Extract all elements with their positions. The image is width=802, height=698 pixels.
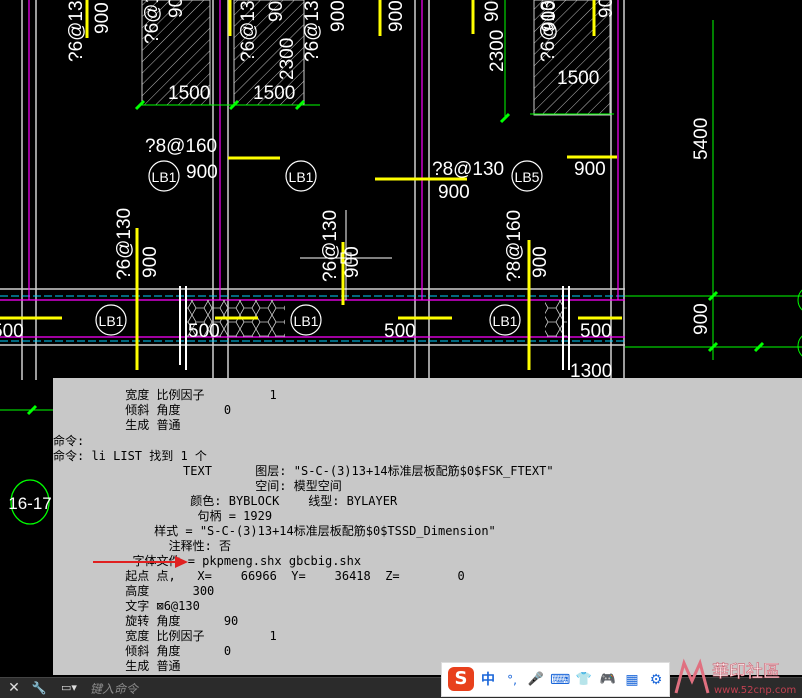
dim-1300: 1300 bbox=[570, 361, 612, 382]
rebar-label-8-160-top: ?8@160 bbox=[145, 136, 217, 157]
text-line: 颜色: BYBLOCK 线型: BYLAYER bbox=[53, 494, 398, 508]
rebar-label-6-130-top-c: ?6@130 bbox=[238, 0, 259, 62]
wrench-icon[interactable]: 🔧 bbox=[31, 681, 47, 695]
command-text-window[interactable]: 宽度 比例因子 1 倾斜 角度 0 生成 普通 命令: 命令: li LIST … bbox=[53, 378, 802, 675]
dim-900-vert-f: 900 bbox=[482, 0, 503, 22]
dim-900-mid-b: 900 bbox=[342, 246, 363, 278]
dim-1500-a: 1500 bbox=[168, 83, 210, 104]
rebar-label-6-130-mid-b: ?6@130 bbox=[320, 210, 341, 282]
text-line: 宽度 比例因子 1 bbox=[53, 388, 277, 402]
dim-900-top-b: 900 bbox=[438, 182, 470, 203]
text-line: 倾斜 角度 0 bbox=[53, 644, 232, 658]
command-prompt-icon[interactable]: ▭▾ bbox=[61, 681, 77, 694]
punctuation-icon[interactable]: °, bbox=[507, 673, 517, 687]
text-line: 旋转 角度 90 bbox=[53, 614, 239, 628]
apps-grid-icon[interactable]: ▦ bbox=[625, 672, 639, 688]
text-line: 句柄 = 1929 bbox=[53, 509, 273, 523]
watermark-url: www.52cnp.com bbox=[714, 685, 796, 696]
rebar-label-6-130-top-d: ?6@130 bbox=[302, 0, 323, 62]
rebar-label-8-130: ?8@130 bbox=[432, 159, 504, 180]
chinese-mode-icon[interactable]: 中 bbox=[481, 672, 495, 688]
dim-900-mid-a: 900 bbox=[140, 246, 161, 278]
slab-label-lb1-d: LB1 bbox=[294, 313, 319, 329]
dim-500-a: 500 bbox=[0, 321, 24, 342]
dim-900-vert-b: 900 bbox=[166, 0, 187, 18]
red-arrow-annotation bbox=[93, 556, 188, 568]
skin-icon[interactable]: 👕 bbox=[575, 672, 593, 687]
dim-900-vert-a: 900 bbox=[92, 2, 113, 34]
dim-900-top-c: 900 bbox=[574, 159, 606, 180]
dim-1500-b: 1500 bbox=[253, 83, 295, 104]
settings-icon[interactable]: ⚙ bbox=[649, 672, 663, 688]
dim-2300-vert-b: 2300 bbox=[487, 30, 508, 72]
watermark-brand: 華印社區 bbox=[712, 662, 780, 682]
text-line: 命令: bbox=[53, 434, 85, 448]
dim-900-vert-g: 900 bbox=[539, 0, 560, 32]
text-line: 注释性: 否 bbox=[53, 539, 232, 553]
rebar-label-6-130-mid-a: ?6@130 bbox=[114, 208, 135, 280]
dim-900-vert-right: 900 bbox=[691, 303, 712, 335]
slab-label-lb1-a: LB1 bbox=[152, 169, 177, 185]
keyboard-icon[interactable]: ⌨ bbox=[550, 672, 571, 688]
text-line: 文字 ⊠6@130 bbox=[53, 599, 200, 613]
dim-5400: 5400 bbox=[691, 118, 712, 160]
dim-900-vert-h: 900 bbox=[596, 0, 617, 18]
ime-toolbar: S 中 °, 🎤 ⌨ 👕 🎮 ▦ ⚙ bbox=[441, 662, 670, 697]
text-line: 生成 普通 bbox=[53, 659, 181, 673]
dim-2300-vert-a: 2300 bbox=[277, 38, 298, 80]
text-line: 宽度 比例因子 1 bbox=[53, 629, 277, 643]
text-line: 起点 点, X= 66966 Y= 36418 Z= 0 bbox=[53, 569, 465, 583]
text-line: 样式 = "S-C-(3)13+14标准层板配筋$0$TSSD_Dimensio… bbox=[53, 524, 496, 538]
dim-900-top-a: 900 bbox=[186, 162, 218, 183]
axis-tag-16-17: 16-17 bbox=[8, 494, 51, 513]
rebar-label-8-130-vert: ?6@130 bbox=[538, 0, 559, 62]
dim-900-vert-e: 900 bbox=[386, 0, 407, 32]
slab-label-lb1-b: LB1 bbox=[289, 169, 314, 185]
dim-500-b: 500 bbox=[188, 321, 220, 342]
sogou-logo-icon[interactable]: S bbox=[448, 667, 474, 691]
slab-label-lb5: LB5 bbox=[515, 169, 540, 185]
site-watermark: 華印社區 www.52cnp.com bbox=[674, 658, 796, 696]
dim-900-mid-c: 900 bbox=[530, 246, 551, 278]
text-line: 倾斜 角度 0 bbox=[53, 403, 232, 417]
rebar-label-6-130-top-a: ?6@130 bbox=[66, 0, 87, 62]
text-line: 高度 300 bbox=[53, 584, 215, 598]
dim-1500-c: 1500 bbox=[557, 68, 599, 89]
dim-900-vert-c: 900 bbox=[266, 0, 287, 22]
watermark-logo-icon bbox=[674, 658, 710, 694]
dim-900-vert-d: 900 bbox=[328, 0, 349, 32]
command-input[interactable] bbox=[88, 679, 432, 698]
rebar-label-6-130-top-b: ?6@130 bbox=[142, 0, 163, 44]
slab-label-lb1-e: LB1 bbox=[493, 313, 518, 329]
game-icon[interactable]: 🎮 bbox=[599, 672, 617, 687]
rebar-label-8-160-mid: ?8@160 bbox=[504, 210, 525, 282]
text-line: TEXT 图层: "S-C-(3)13+14标准层板配筋$0$FSK_FTEXT… bbox=[53, 464, 554, 478]
slab-label-lb1-c: LB1 bbox=[99, 313, 124, 329]
text-line: 命令: li LIST 找到 1 个 bbox=[53, 449, 207, 463]
text-line: 空间: 模型空间 bbox=[53, 479, 342, 493]
dim-500-c: 500 bbox=[384, 321, 416, 342]
microphone-icon[interactable]: 🎤 bbox=[527, 672, 545, 687]
close-icon[interactable]: ✕ bbox=[8, 680, 20, 696]
text-line: 生成 普通 bbox=[53, 418, 181, 432]
dim-500-d: 500 bbox=[580, 321, 612, 342]
